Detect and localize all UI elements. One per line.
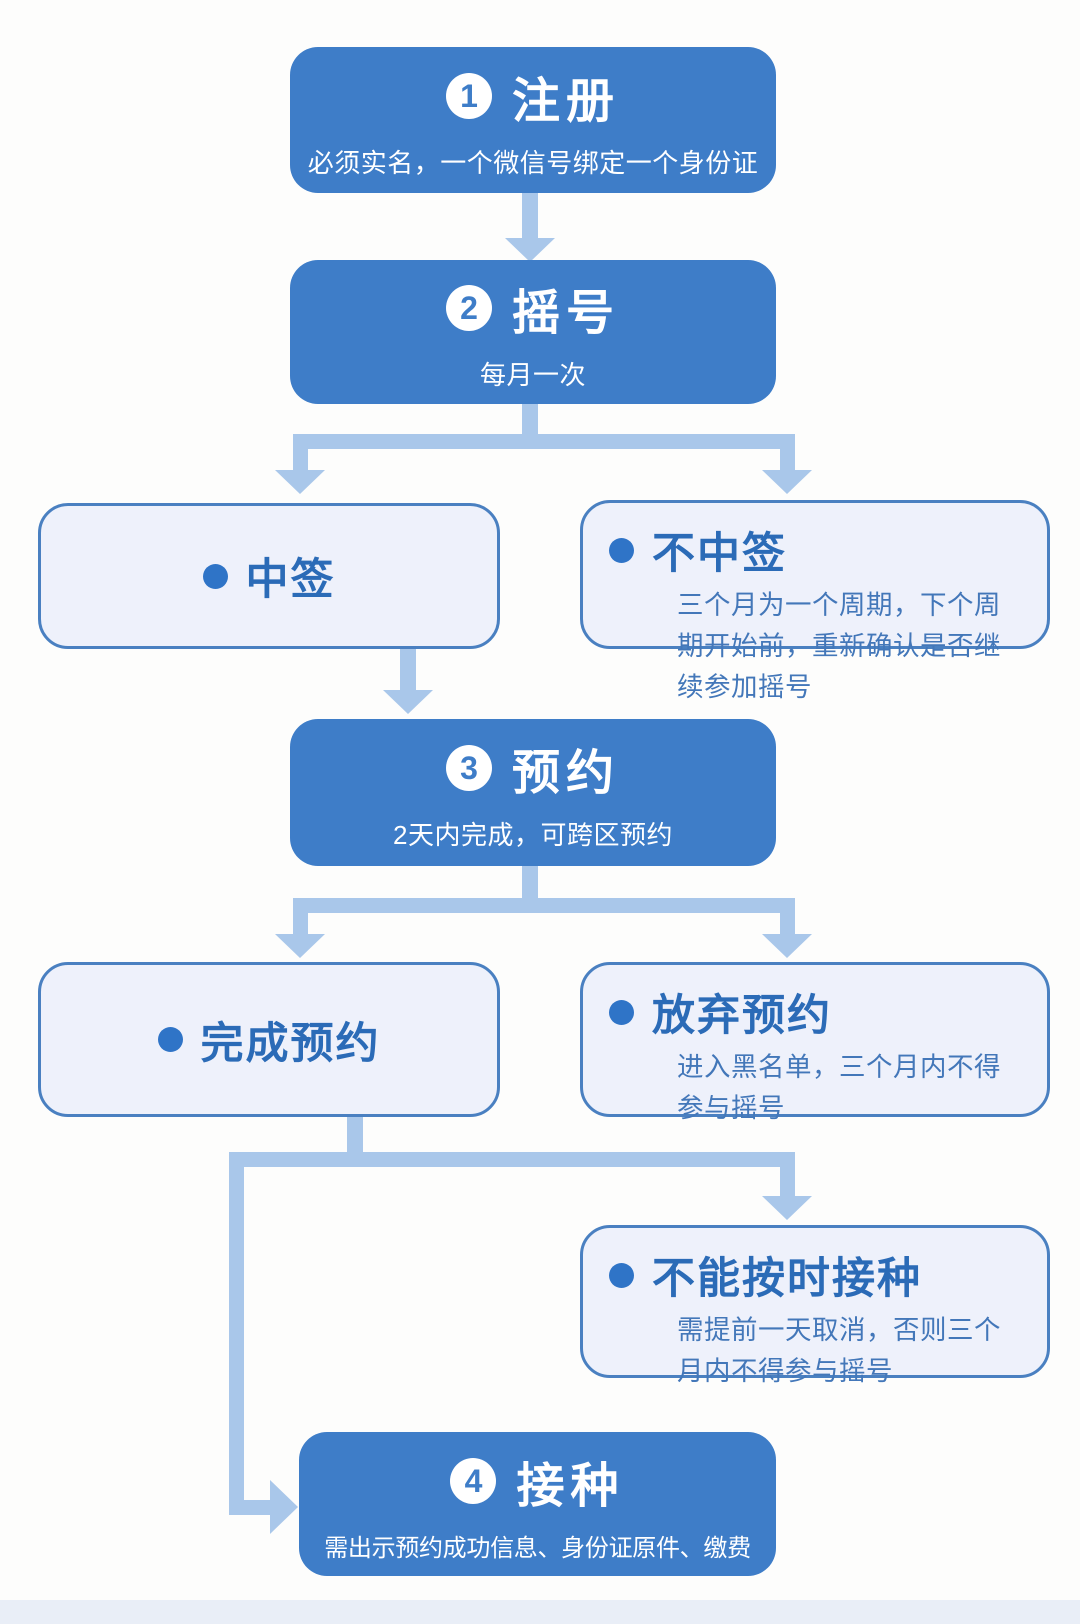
step-title: 注册 [511, 74, 620, 128]
step-title-row: 1 注册 [445, 61, 620, 131]
connector-win-step3-line [400, 648, 416, 690]
outcome-title: 放弃预约 [652, 992, 832, 1040]
bullet-icon [157, 1027, 183, 1052]
connector-complete-left-vertical [229, 1166, 244, 1515]
down-arrow-icon [505, 238, 555, 262]
outcome-title: 中签 [245, 556, 336, 604]
connector-step2-right-drop [780, 448, 795, 470]
outcome-detail: 三个月为一个周期，下个周期开始前，重新确认是否继续参加摇号 [677, 590, 1001, 702]
step-title: 摇号 [511, 286, 620, 340]
outcome-box-win: 中签 [38, 503, 500, 649]
step-box-register: 1 注册 必须实名，一个微信号绑定一个身份证 [290, 47, 776, 193]
outcome-heading: 放弃预约 [609, 981, 1023, 1043]
down-arrow-icon [762, 1196, 812, 1220]
step-box-appointment: 3 预约 2天内完成，可跨区预约 [290, 719, 776, 866]
step-number-badge: 4 [450, 1457, 497, 1504]
connector-step3-left-drop [293, 912, 308, 934]
bullet-icon [202, 563, 228, 589]
step-subtitle: 2天内完成，可跨区预约 [393, 820, 673, 850]
step-title-row: 3 预约 [445, 733, 620, 803]
outcome-detail: 进入黑名单，三个月内不得参与摇号 [677, 1052, 1001, 1123]
connector-complete-left-arm [244, 1500, 270, 1515]
outcome-box-not-win: 不中签 三个月为一个周期，下个周期开始前，重新确认是否继续参加摇号 [580, 500, 1050, 702]
connector-step3-split-bar [293, 898, 795, 913]
step-subtitle: 需出示预约成功信息、身份证原件、缴费 [324, 1534, 751, 1562]
step-box-vaccinate: 4 接种 需出示预约成功信息、身份证原件、缴费 [299, 1432, 776, 1576]
bottom-band [0, 1600, 1080, 1624]
step-number-badge: 2 [445, 284, 492, 331]
bullet-icon [609, 999, 634, 1025]
outcome-box-abandon: 放弃预约 进入黑名单，三个月内不得参与摇号 [580, 962, 1050, 1123]
bullet-icon [609, 1262, 634, 1288]
connector-complete-right-drop [780, 1166, 795, 1196]
down-arrow-icon [275, 934, 325, 958]
outcome-heading: 完成预约 [157, 1009, 381, 1071]
down-arrow-icon [762, 934, 812, 958]
down-arrow-icon [275, 470, 325, 494]
outcome-title: 不中签 [652, 530, 787, 578]
step-number-badge: 1 [445, 72, 492, 119]
connector-step3-right-drop [780, 912, 795, 934]
connector-complete-stub [347, 1116, 363, 1154]
outcome-heading: 不中签 [609, 519, 1023, 581]
outcome-title: 不能按时接种 [652, 1255, 922, 1303]
connector-step2-split-bar [293, 434, 795, 449]
step-title: 预约 [511, 747, 620, 800]
outcome-box-complete: 完成预约 [38, 962, 500, 1117]
connector-step1-step2-line [522, 192, 538, 240]
connector-step3-split-stub [522, 864, 538, 900]
connector-complete-bar [229, 1152, 795, 1167]
bullet-icon [609, 537, 634, 563]
outcome-box-cannot-attend: 不能按时接种 需提前一天取消，否则三个月内不得参与摇号 [580, 1225, 1050, 1386]
step-number-badge: 3 [445, 745, 492, 791]
step-title-row: 4 接种 [450, 1446, 624, 1516]
step-title: 接种 [516, 1459, 625, 1513]
outcome-title: 完成预约 [200, 1019, 381, 1068]
down-arrow-icon [762, 470, 812, 494]
outcome-heading: 不能按时接种 [609, 1244, 1023, 1306]
step-subtitle: 每月一次 [479, 359, 586, 390]
right-arrow-icon [270, 1480, 298, 1534]
step-subtitle: 必须实名，一个微信号绑定一个身份证 [307, 147, 759, 178]
step-box-lottery: 2 摇号 每月一次 [290, 260, 776, 404]
connector-step2-left-drop [293, 448, 308, 470]
outcome-detail: 需提前一天取消，否则三个月内不得参与摇号 [677, 1315, 1001, 1386]
outcome-heading: 中签 [202, 545, 336, 607]
down-arrow-icon [383, 690, 433, 714]
step-title-row: 2 摇号 [445, 273, 620, 343]
connector-step2-split-stub [522, 402, 538, 436]
